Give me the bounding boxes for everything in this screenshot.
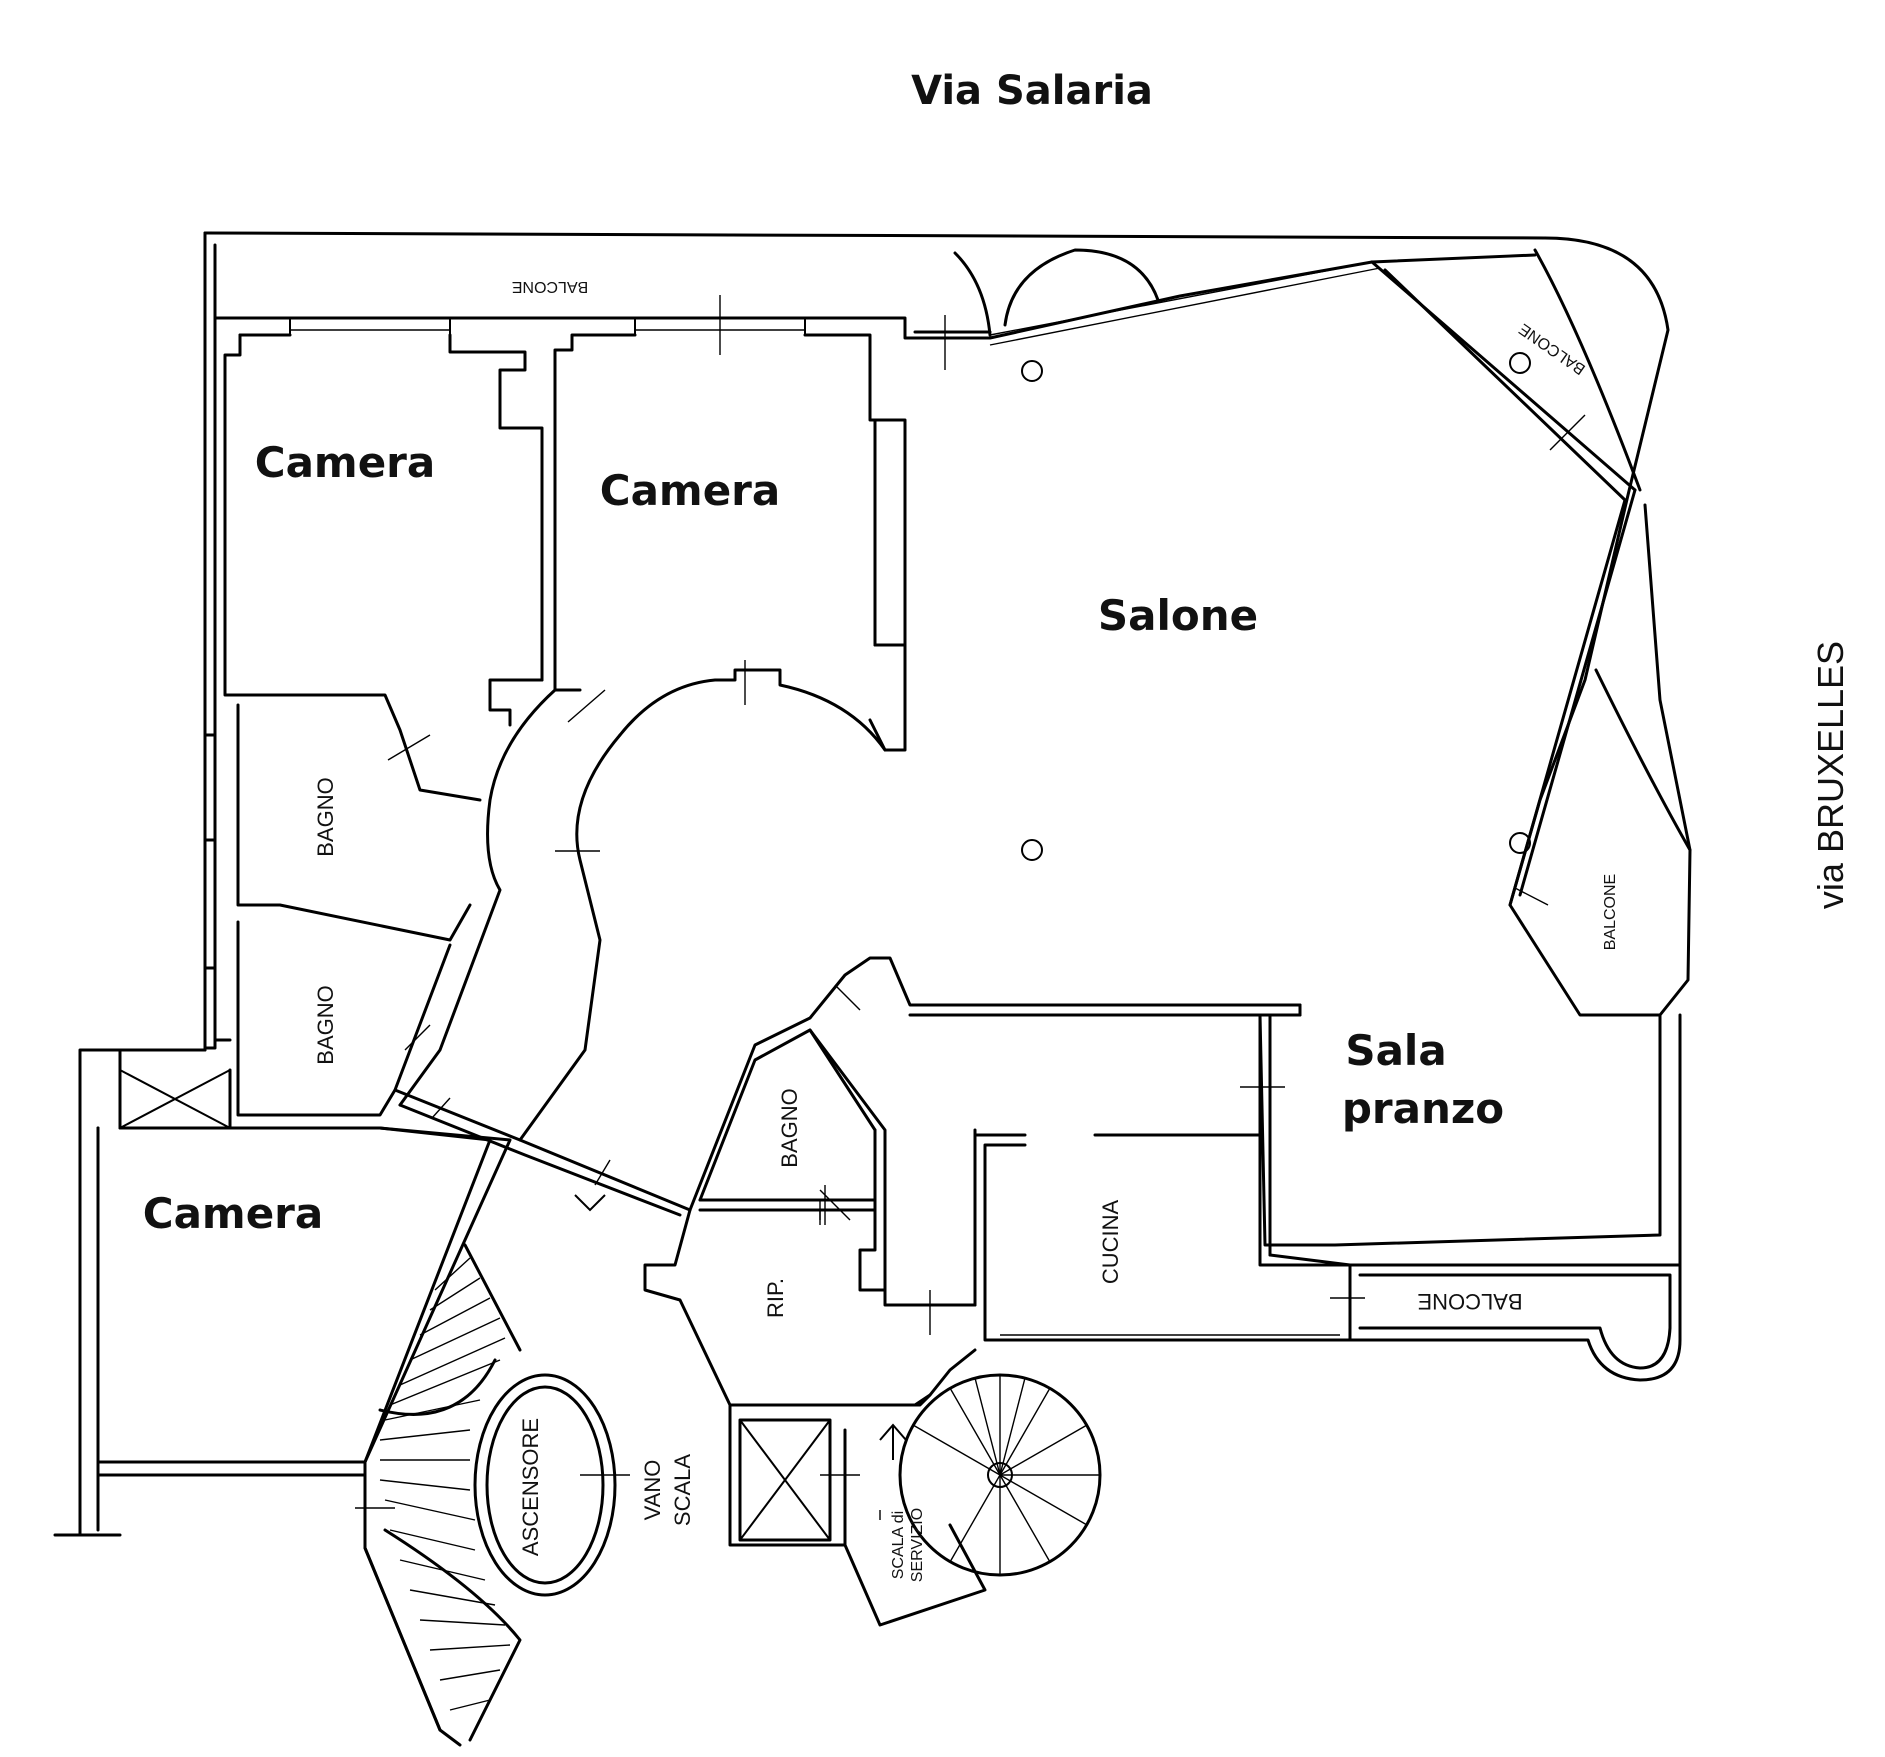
service-spiral-stair — [843, 1348, 1102, 1627]
room-label-sala-pranzo-1: Sala — [1345, 1026, 1446, 1075]
balcony-label-east: BALCONE — [1602, 874, 1619, 950]
room-label-vano-scala-1: VANO — [640, 1460, 665, 1521]
room-label-salone: Salone — [1098, 591, 1258, 640]
kitchen-walls — [929, 1013, 1365, 1342]
room-label-cucina: CUCINA — [1098, 1200, 1123, 1285]
room-label-sala-pranzo-2: pranzo — [1342, 1084, 1504, 1133]
south-balcony — [1348, 1263, 1682, 1382]
room-label-bagno-2: BAGNO — [313, 985, 338, 1064]
camera-3-walls — [96, 1126, 512, 1747]
balcony-label-north: BALCONE — [512, 278, 588, 295]
room-label-camera-3: Camera — [143, 1189, 323, 1238]
room-label-camera-2: Camera — [600, 466, 780, 515]
service-core-walls — [643, 956, 1302, 1547]
north-balcony — [289, 248, 1381, 370]
column-salone-2 — [1021, 839, 1043, 861]
street-label-via-bruxelles: via BRUXELLES — [1810, 641, 1851, 909]
bedrooms-north-walls — [223, 333, 907, 802]
dining-room-walls — [1240, 1003, 1682, 1267]
balcony-label-south: BALCONE — [1417, 1289, 1522, 1314]
main-staircase — [363, 1138, 522, 1742]
bathrooms-west-walls — [118, 703, 472, 1130]
room-label-ascensore: ASCENSORE — [518, 1418, 543, 1556]
northeast-balcony — [1370, 248, 1692, 907]
room-label-bagno-3: BAGNO — [777, 1088, 802, 1167]
room-label-vano-scala-2: SCALA — [670, 1454, 695, 1526]
elevator — [473, 1373, 630, 1597]
room-label-camera-1: Camera — [255, 438, 435, 487]
corridor-walls — [393, 660, 887, 1217]
room-label-scala-servizio-1: SCALA di — [890, 1511, 907, 1579]
column-salone-1 — [1021, 360, 1043, 382]
room-label-scala-servizio-2: SERVIZIO — [909, 1508, 926, 1582]
room-label-bagno-1: BAGNO — [313, 777, 338, 856]
street-label-via-salaria: Via Salaria — [911, 68, 1153, 114]
room-label-ripostiglio: RIP. — [763, 1278, 788, 1318]
